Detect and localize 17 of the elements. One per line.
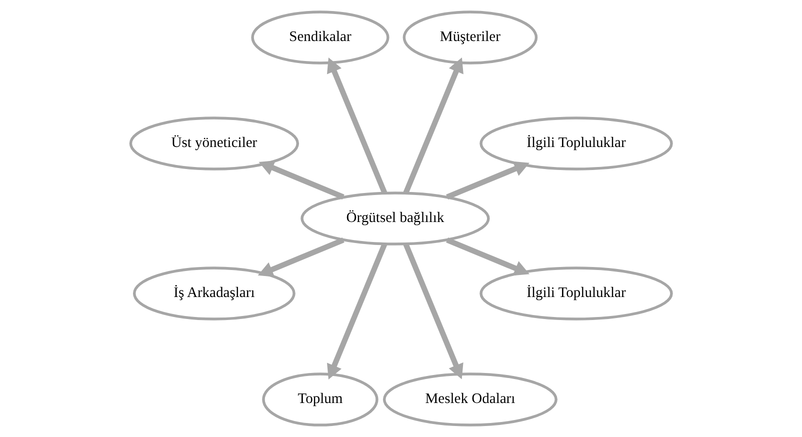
node-ellipse: Örgütsel bağlılık	[300, 192, 490, 246]
node-ellipse: Meslek Odaları	[382, 372, 558, 426]
node-ellipse: Müşteriler	[402, 10, 538, 64]
arrow	[258, 160, 344, 200]
arrow	[403, 243, 464, 380]
arrow	[258, 237, 344, 277]
arrow	[403, 57, 464, 194]
arrow	[446, 161, 530, 200]
node-ellipse: İlgili Topluluklar	[480, 266, 673, 320]
node-ellipse: Toplum	[262, 372, 378, 426]
node-ellipse: Sendikalar	[251, 10, 390, 64]
node-ellipse: Üst yöneticiler	[129, 116, 300, 170]
arrow	[326, 57, 388, 194]
arrow	[446, 237, 530, 276]
node-ellipse: İş Arkadaşları	[132, 266, 296, 320]
arrow	[326, 243, 388, 380]
node-ellipse: İlgili Topluluklar	[480, 116, 673, 170]
